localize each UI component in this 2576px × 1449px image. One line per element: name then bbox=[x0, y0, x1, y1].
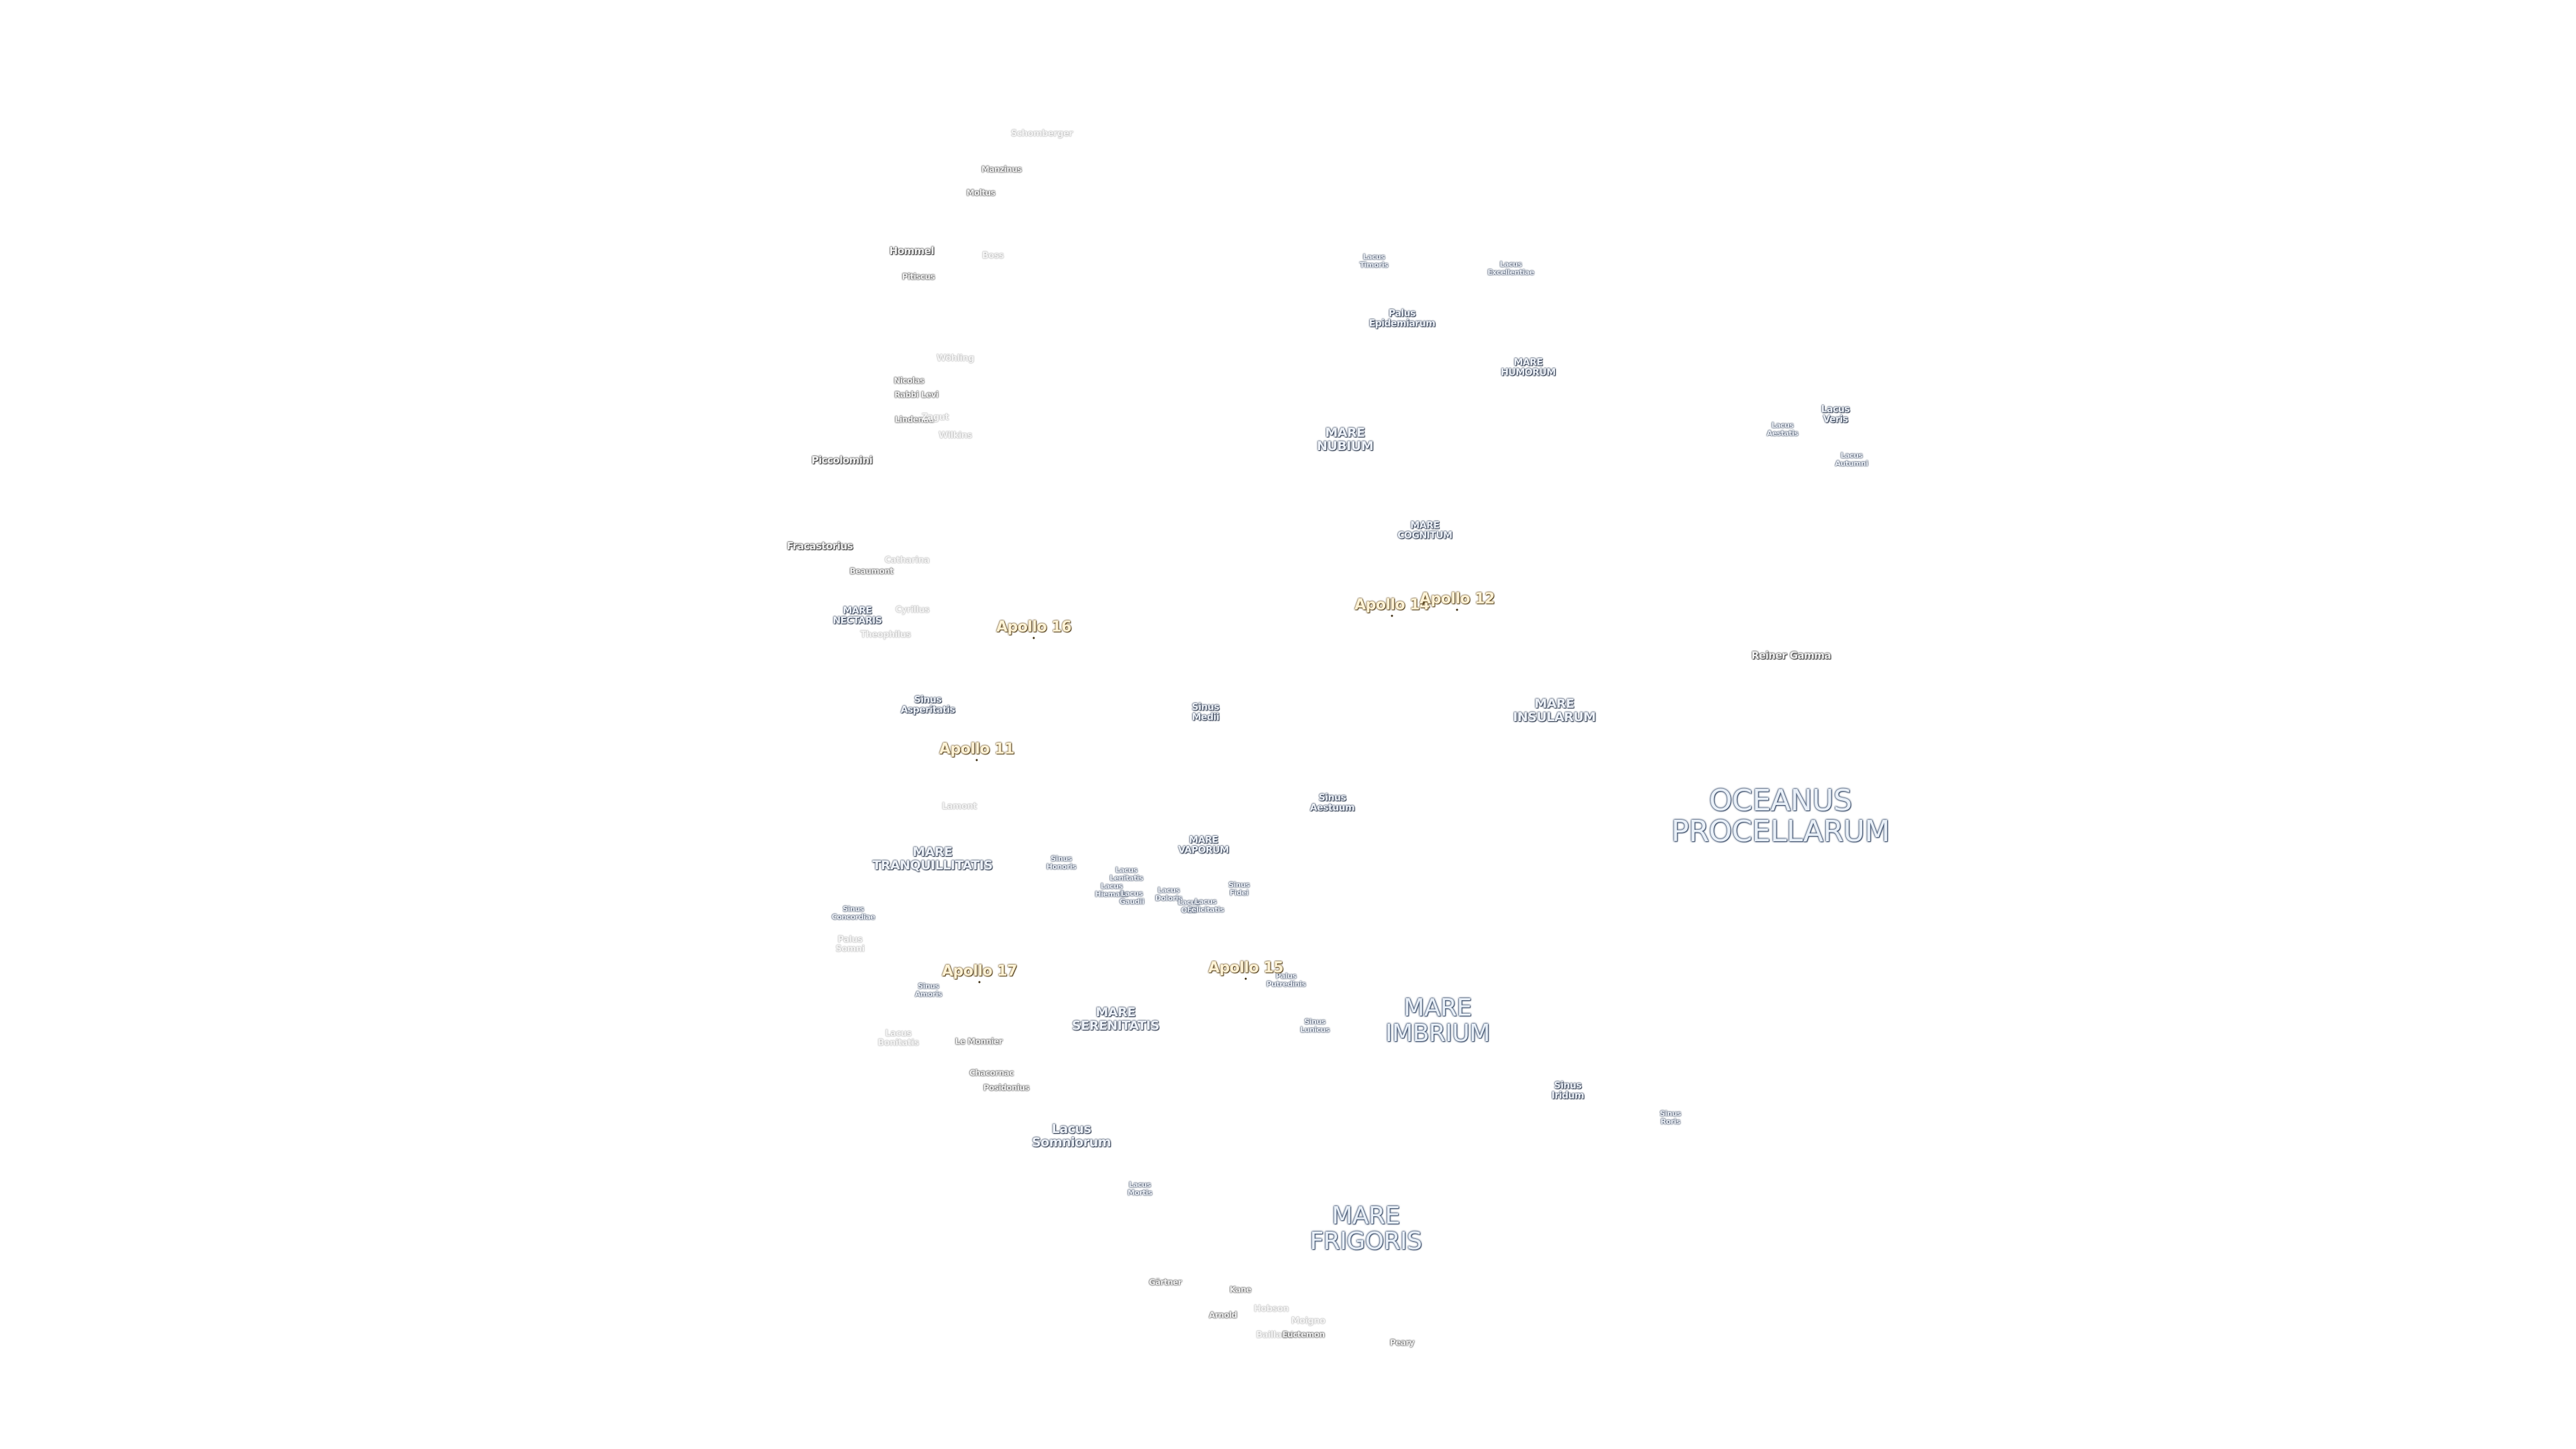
apollo-site-apollo-16[interactable]: Apollo 16 bbox=[996, 619, 1071, 636]
apollo-site-marker-icon bbox=[1032, 637, 1035, 639]
map-label-lacus-doloris: Lacus Doloris bbox=[1155, 885, 1183, 902]
map-label-lindenau: Lindenau bbox=[894, 415, 934, 425]
map-label-mare-humorum: MARE HUMORUM bbox=[1501, 357, 1556, 378]
map-label-palus-somni: Palus Somni bbox=[835, 934, 865, 954]
map-label-g-rtner: Gärtner bbox=[1148, 1277, 1182, 1287]
map-label-mare-frigoris: MARE FRIGORIS bbox=[1309, 1202, 1422, 1255]
map-label-sinus-lunicus: Sinus Lunicus bbox=[1300, 1017, 1330, 1034]
map-label-nicolas: Nicolas bbox=[894, 376, 924, 386]
map-label-lacus-veris: Lacus Veris bbox=[1821, 404, 1850, 425]
apollo-site-marker-icon bbox=[978, 981, 981, 983]
map-label-mare-nectaris: MARE NECTARIS bbox=[833, 605, 882, 626]
map-label-sinus-aestuum: Sinus Aestuum bbox=[1309, 792, 1355, 813]
map-label-mare-nubium: MARE NUBIUM bbox=[1316, 425, 1374, 453]
map-label-lacus-lenitatis: Lacus Lenitatis bbox=[1110, 865, 1143, 882]
map-label-lamont: Lamont bbox=[941, 802, 977, 812]
map-label-hobson: Hobson bbox=[1253, 1304, 1289, 1315]
map-label-mare-imbrium: MARE IMBRIUM bbox=[1385, 994, 1490, 1047]
apollo-site-apollo-15[interactable]: Apollo 15 bbox=[1208, 959, 1283, 977]
map-label-rabbi-levi: Rabbi Levi bbox=[894, 390, 938, 400]
map-label-lacus-odii: Lacus Odii bbox=[1177, 898, 1200, 914]
map-label-euctemon: Euctemon bbox=[1282, 1330, 1325, 1340]
map-label-moigno: Moigno bbox=[1291, 1316, 1326, 1327]
map-label-wilkins: Wilkins bbox=[938, 431, 972, 441]
map-label-lacus-autumni: Lacus Autumni bbox=[1835, 451, 1869, 468]
map-label-lacus-mortis: Lacus Mortis bbox=[1127, 1180, 1152, 1197]
map-label-zagut: Zagut bbox=[921, 413, 949, 423]
map-label-fracastorius: Fracastorius bbox=[786, 540, 853, 553]
map-label-mare-serenitatis: MARE SERENITATIS bbox=[1071, 1005, 1160, 1033]
apollo-site-marker-icon bbox=[975, 759, 978, 761]
map-label-pitiscus: Pitiscus bbox=[902, 272, 935, 282]
map-label-theophilus: Theophilus bbox=[860, 630, 911, 641]
map-label-sinus-iridum: Sinus Iridum bbox=[1551, 1080, 1585, 1101]
map-label-mare-cognitum: MARE COGNITUM bbox=[1397, 520, 1452, 541]
apollo-site-marker-icon bbox=[1244, 977, 1247, 980]
apollo-site-apollo-11[interactable]: Apollo 11 bbox=[939, 741, 1014, 758]
map-label-moltus: Moltus bbox=[966, 188, 996, 198]
map-label-baillaud: Baillaud bbox=[1256, 1330, 1293, 1341]
map-label-lacus-excellentiae: Lacus Excellentiae bbox=[1487, 260, 1534, 276]
apollo-site-apollo-12[interactable]: Apollo 12 bbox=[1419, 590, 1495, 608]
map-label-reiner-gamma: Reiner Gamma bbox=[1751, 649, 1831, 662]
map-label-sinus-amoris: Sinus Amoris bbox=[914, 981, 943, 998]
map-label-mare-tranquillitatis: MARE TRANQUILLITATIS bbox=[872, 845, 993, 873]
map-label-lacus-somniorum: Lacus Somniorum bbox=[1032, 1122, 1111, 1150]
map-label-le-monnier: Le Monnier bbox=[955, 1036, 1003, 1046]
map-label-posidonius: Posidonius bbox=[983, 1083, 1030, 1093]
map-label-palus-putredinis: Palus Putredinis bbox=[1266, 971, 1306, 988]
map-label-schomberger: Schomberger bbox=[1010, 129, 1073, 140]
map-label-lacus-hiemalis: Lacus Hiemalis bbox=[1095, 881, 1128, 898]
map-label-sinus-roris: Sinus Roris bbox=[1660, 1109, 1681, 1126]
map-label-piccolomini: Piccolomini bbox=[811, 454, 873, 467]
map-label-boss: Boss bbox=[981, 251, 1004, 262]
map-label-sinus-fidei: Sinus Fidei bbox=[1228, 880, 1250, 897]
map-label-hommel: Hommel bbox=[889, 245, 934, 258]
map-label-peary: Peary bbox=[1389, 1338, 1415, 1348]
apollo-site-marker-icon bbox=[1456, 608, 1458, 611]
map-label-beaumont: Beaumont bbox=[849, 566, 894, 576]
map-label-sinus-concordiae: Sinus Concordiae bbox=[831, 904, 875, 921]
map-label-mare-vaporum: MARE VAPORUM bbox=[1178, 835, 1229, 855]
map-label-w-hling: Wöhling bbox=[936, 354, 975, 364]
map-label-lacus-timoris: Lacus Timoris bbox=[1359, 252, 1389, 269]
map-label-sinus-honoris: Sinus Honoris bbox=[1046, 854, 1077, 871]
map-label-palus-epidemiarum: Palus Epidemiarum bbox=[1368, 308, 1436, 329]
map-label-chacornac: Chacornac bbox=[969, 1068, 1014, 1078]
apollo-site-marker-icon bbox=[1391, 614, 1393, 617]
map-label-lacus-bonitatis: Lacus Bonitatis bbox=[877, 1028, 919, 1048]
map-label-manzinus: Manzinus bbox=[981, 164, 1022, 174]
map-label-cyrillus: Cyrillus bbox=[895, 605, 930, 616]
map-label-lacus-aestatis: Lacus Aestatis bbox=[1766, 421, 1799, 437]
map-label-kane: Kane bbox=[1229, 1285, 1252, 1295]
apollo-site-apollo-17[interactable]: Apollo 17 bbox=[942, 963, 1017, 980]
map-label-sinus-medii: Sinus Medii bbox=[1191, 702, 1220, 722]
map-label-sinus-asperitatis: Sinus Asperitatis bbox=[900, 694, 955, 715]
map-label-lacus-gaudii: Lacus Gaudii bbox=[1119, 889, 1144, 906]
map-label-lacus-felicitatis: Lacus Felicitatis bbox=[1187, 897, 1224, 914]
map-label-oceanus-procellarum: OCEANUS PROCELLARUM bbox=[1671, 783, 1890, 849]
map-label-catharina: Catharina bbox=[884, 555, 930, 566]
map-label-mare-insularum: MARE INSULARUM bbox=[1513, 696, 1596, 724]
map-label-arnold: Arnold bbox=[1209, 1310, 1237, 1320]
apollo-site-apollo-14[interactable]: Apollo 14 bbox=[1354, 596, 1430, 614]
